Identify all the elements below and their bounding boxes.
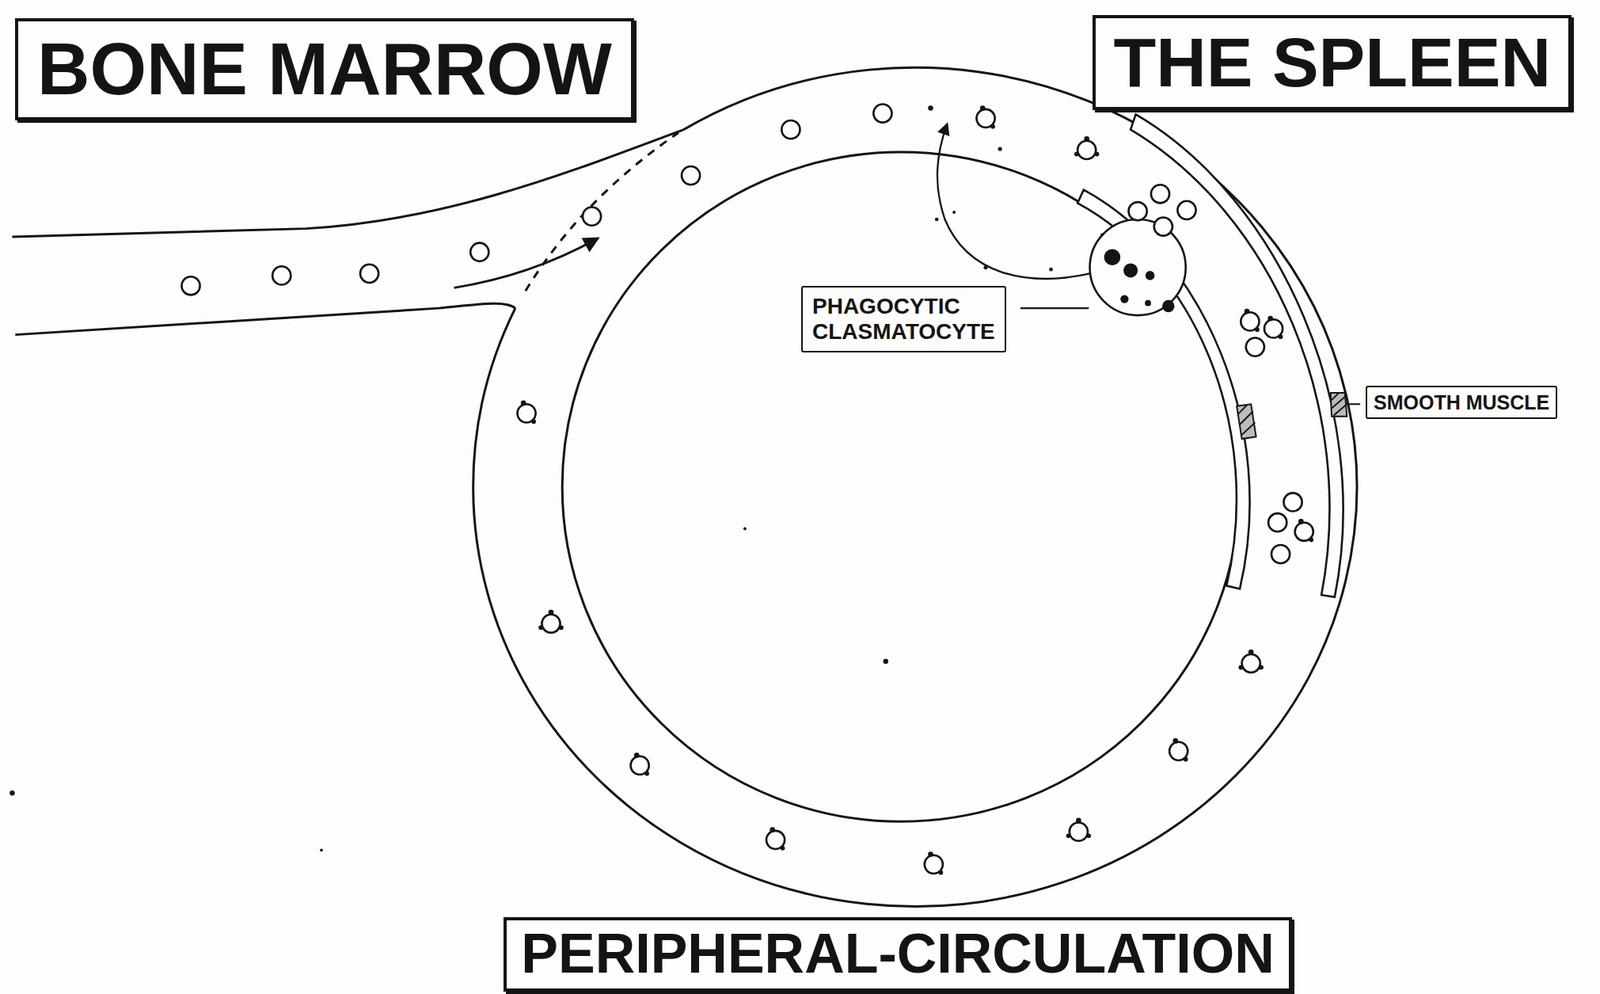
system-label: PERIPHERAL-CIRCULATION [503,916,1292,992]
phagocytic-cell [1090,219,1186,316]
organ-label: BONE MARROW [15,18,635,121]
red-cells [181,103,1314,875]
flow-arrow [454,239,597,289]
label-text: PHAGOCYTIC CLASMATOCYTE [812,293,996,345]
label-text: PERIPHERAL-CIRCULATION [520,924,1274,984]
smooth-muscle-hatch [1236,392,1347,439]
marrow-vessel-top [11,129,684,237]
debris-arrow [937,124,1091,279]
circulation-inner-wall [562,152,1240,821]
debris-dots [9,105,1104,852]
cell-label: PHAGOCYTIC CLASMATOCYTE [801,285,1007,353]
label-text: THE SPLEEN [1113,26,1551,99]
spleen-inner-wall [1077,190,1251,590]
label-text: BONE MARROW [37,30,612,108]
circulation-outer-wall [473,67,1357,906]
organ-label: THE SPLEEN [1092,15,1572,111]
vessel-junction [525,133,679,292]
spleen-walls [1077,114,1344,597]
leader-lines [1020,307,1361,404]
label-text: SMOOTH MUSCLE [1373,391,1550,413]
tissue-label: SMOOTH MUSCLE [1365,385,1558,419]
marrow-vessel-bottom [15,303,516,335]
